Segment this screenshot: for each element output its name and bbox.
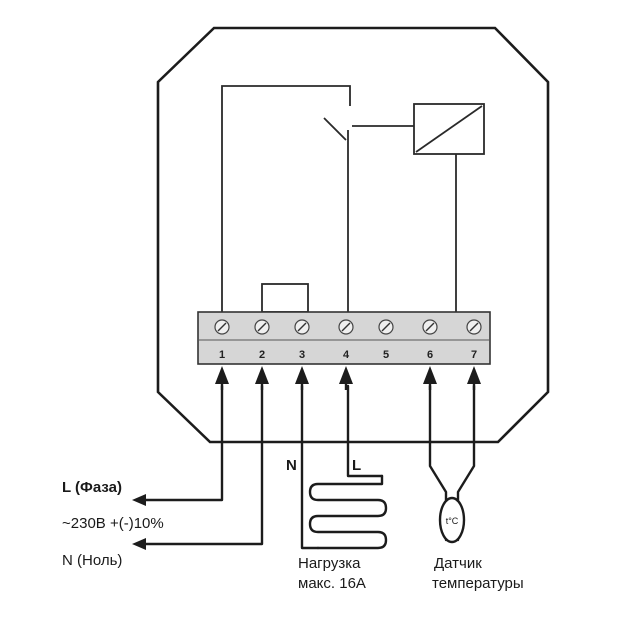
terminal-arrow [215, 366, 229, 384]
terminal-numbers: 1 2 3 4 5 6 7 [219, 349, 477, 361]
relay-circuit [221, 85, 485, 313]
voltage-label: ~230B +(-)10% [62, 515, 164, 532]
load-caption-2: макс. 16A [298, 575, 366, 592]
terminal-arrow [339, 366, 353, 384]
external-wiring [132, 366, 481, 550]
sensor-caption-2: температуры [432, 575, 524, 592]
load-l-label: L [352, 457, 361, 474]
neutral-label: N (Ноль) [62, 552, 122, 569]
terminal-number: 5 [383, 349, 389, 361]
thermostat-housing [156, 26, 550, 444]
sensor-symbol: t°C [446, 516, 459, 526]
terminal-screw-slot [297, 322, 307, 332]
terminal-arrow [423, 366, 437, 384]
terminal-screw-slot [341, 322, 351, 332]
terminal-screw-slot [217, 322, 227, 332]
temperature-sensor [438, 496, 466, 544]
terminal-number: 4 [343, 349, 350, 361]
terminal-arrow [467, 366, 481, 384]
terminal-number: 6 [427, 349, 433, 361]
terminal-screw-slot [257, 322, 267, 332]
terminal-screw-slot [381, 322, 391, 332]
terminal-screw-slot [469, 322, 479, 332]
terminal-number: 7 [471, 349, 477, 361]
terminal-screw-slot [425, 322, 435, 332]
load-n-label: N [286, 457, 297, 474]
phase-label: L (Фаза) [62, 479, 122, 496]
terminal-number: 2 [259, 349, 265, 361]
relay-coil-box [413, 103, 485, 155]
terminal-arrow [295, 366, 309, 384]
terminal-arrow [255, 366, 269, 384]
terminal-number: 1 [219, 349, 225, 361]
terminal-number: 3 [299, 349, 305, 361]
terminal-block [197, 311, 491, 365]
heating-element [308, 474, 388, 550]
load-caption-1: Нагрузка [298, 555, 361, 572]
sensor-caption-1: Датчик [434, 555, 482, 572]
